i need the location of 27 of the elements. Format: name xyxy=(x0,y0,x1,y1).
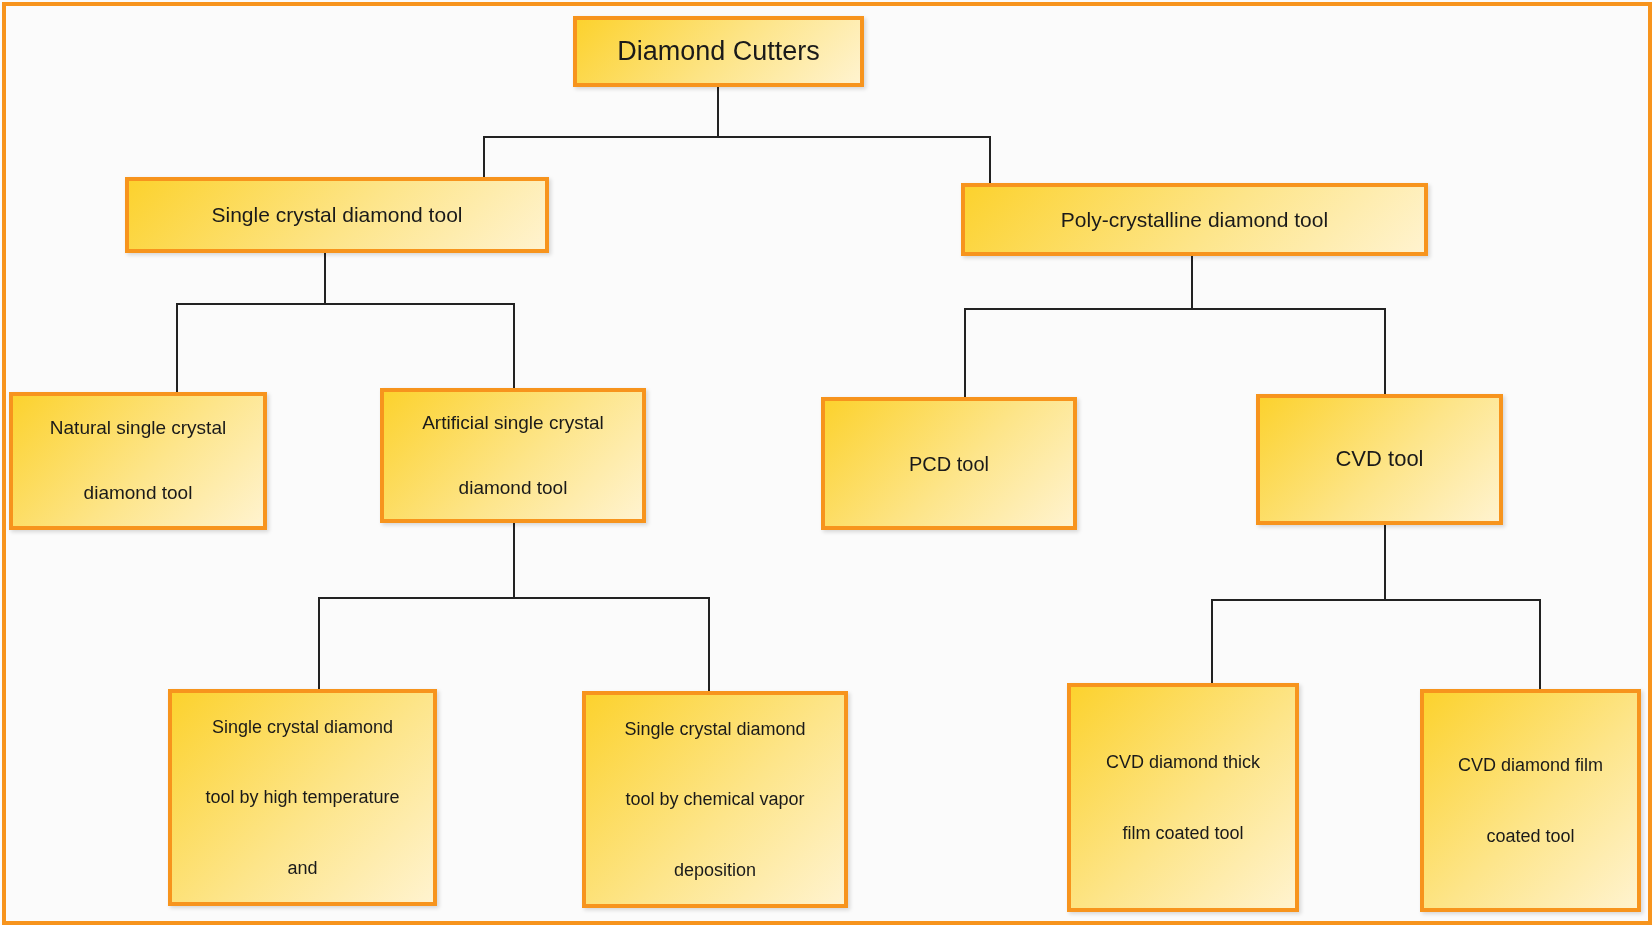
node-label: Natural single crystal diamond tool xyxy=(48,416,228,505)
node-label: CVD diamond thick film coated tool xyxy=(1104,751,1262,845)
tool-box xyxy=(1420,689,1641,912)
tool-box xyxy=(961,183,1428,256)
tool-box xyxy=(582,691,848,908)
tool-box xyxy=(125,177,549,253)
tool-box xyxy=(168,689,437,906)
node-label: CVD diamond film coated tool xyxy=(1456,754,1604,848)
tool-box xyxy=(9,392,267,530)
tool-box xyxy=(380,388,646,523)
connector-line xyxy=(717,86,991,184)
node-label: Single crystal diamond tool xyxy=(211,202,463,228)
node-label: Diamond Cutters xyxy=(617,35,820,68)
tool-box xyxy=(573,16,864,87)
tool-box xyxy=(1067,683,1299,912)
node-label: Poly-crystalline diamond tool xyxy=(1060,206,1329,233)
connector-line xyxy=(513,522,710,692)
node-label: Single crystal diamond tool by high temperature and xyxy=(204,716,401,880)
node-label: Single crystal diamond tool by chemical vapor deposition xyxy=(623,718,807,882)
node-label: CVD tool xyxy=(1335,446,1424,473)
tool-box xyxy=(1256,394,1503,525)
tool-box xyxy=(821,397,1077,530)
node-label: Artificial single crystal diamond tool xyxy=(421,410,605,500)
connector-line xyxy=(324,252,515,389)
connector-line xyxy=(1191,255,1386,395)
connector-line xyxy=(1384,524,1541,690)
node-label: PCD tool xyxy=(909,451,989,476)
